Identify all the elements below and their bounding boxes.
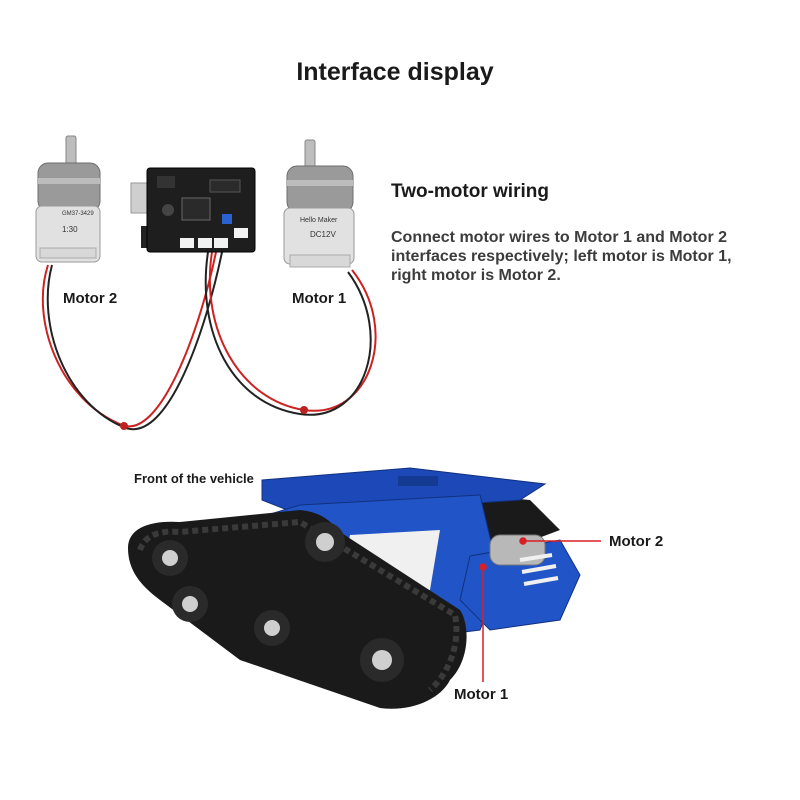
wiring-description: Connect motor wires to Motor 1 and Motor… — [391, 229, 732, 284]
wheel-icon — [172, 586, 208, 622]
wiring-title: Two-motor wiring — [391, 181, 549, 202]
motor-right-brand: Hello Maker — [300, 217, 338, 224]
motor-right-voltage: DC12V — [310, 230, 336, 239]
wheel-icon — [360, 638, 404, 682]
motor-left-sticker: GM37-3429 — [62, 211, 94, 217]
driver-board-image — [130, 167, 256, 253]
front-of-vehicle-label: Front of the vehicle — [134, 471, 254, 486]
motor-right-image: Hello Maker DC12V — [283, 139, 355, 268]
vehicle-motor2-label: Motor 2 — [609, 533, 664, 550]
motor-right-label: Motor 1 — [292, 290, 347, 307]
wire-right-motor — [204, 251, 377, 416]
motor-left-ratio: 1:30 — [62, 225, 78, 234]
wheel-icon — [254, 610, 290, 646]
page-title: Interface display — [296, 58, 494, 86]
wire-left-motor — [41, 251, 223, 431]
callout-motor1 — [479, 563, 487, 682]
wire-knot-icon — [300, 406, 308, 414]
callout-motor2 — [519, 537, 601, 545]
tank-chassis-image — [128, 467, 581, 709]
wheel-icon — [152, 540, 188, 576]
motor-left-label: Motor 2 — [63, 290, 118, 307]
vehicle-motor1-label: Motor 1 — [454, 686, 509, 703]
wheel-icon — [305, 522, 345, 562]
motor-left-image: GM37-3429 1:30 — [35, 135, 101, 263]
wire-knot-icon — [120, 422, 128, 430]
